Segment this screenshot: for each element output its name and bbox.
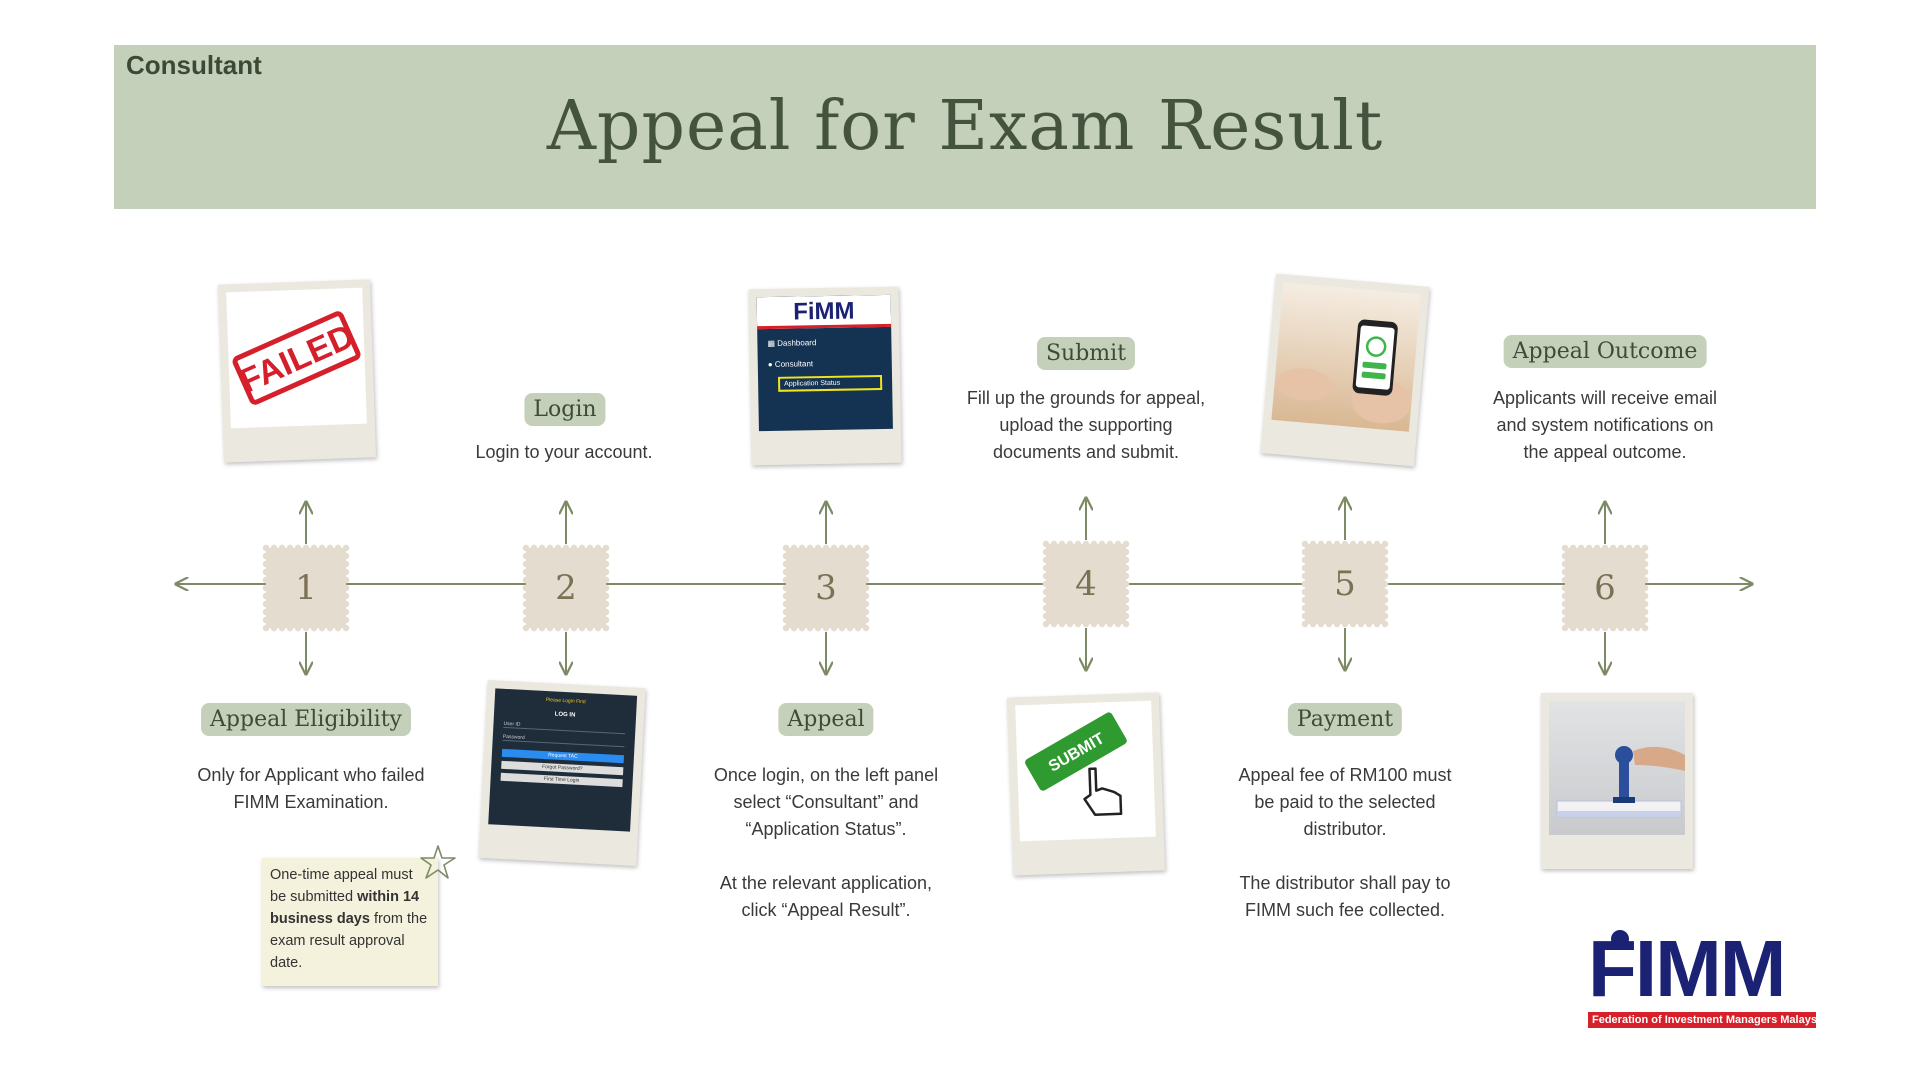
step-6-stamp: 6	[1561, 544, 1649, 632]
fimm-logo-tagline: Federation of Investment Managers Malays…	[1588, 1012, 1826, 1028]
step-1-label: Appeal Eligibility	[201, 703, 411, 736]
header-banner: Consultant Appeal for Exam Result	[114, 45, 1816, 209]
step-1-number: 1	[266, 548, 346, 628]
phone-payment-image	[1276, 319, 1412, 424]
step-2-description: Login to your account.	[475, 442, 653, 462]
logo-dot-icon	[1611, 930, 1629, 948]
step-5-number: 5	[1305, 544, 1385, 624]
failed-stamp-image: FAILED	[232, 311, 361, 405]
fimm-logo-word: FIMM	[1588, 924, 1786, 1013]
step-3-stamp: 3	[782, 544, 870, 632]
step-2-number: 2	[526, 548, 606, 628]
submit-button-image: SUBMIT	[1025, 712, 1127, 816]
rubber-stamp-image	[1556, 746, 1685, 818]
check-icon	[1365, 336, 1387, 357]
dashboard-panel-photo: FiMM ▦ Dashboard ● Consultant Applicatio…	[748, 286, 902, 466]
step-4-number: 4	[1046, 544, 1126, 624]
dashboard-panel-image: FiMM ▦ Dashboard ● Consultant Applicatio…	[756, 294, 893, 432]
step-3-label: Appeal	[778, 703, 874, 736]
step-2-label: Login	[524, 393, 606, 426]
rubber-stamp-photo	[1541, 693, 1693, 869]
step-4-stamp: 4	[1042, 540, 1130, 628]
step-connectors	[306, 498, 1605, 674]
step-6-number: 6	[1565, 548, 1645, 628]
login-screen-image: Please Login First LOG IN User ID Passwo…	[488, 688, 638, 832]
sticky-note: One-time appeal must be submitted within…	[262, 858, 438, 986]
step-2-stamp: 2	[522, 544, 610, 632]
fimm-logo: FIMM Federation of Investment Managers M…	[1588, 924, 1826, 1028]
step-5-label: Payment	[1287, 703, 1403, 736]
page-title: Appeal for Exam Result	[546, 87, 1384, 166]
step-4-label: Submit	[1036, 337, 1136, 370]
header-tag: Consultant	[126, 50, 262, 80]
submit-button-photo: SUBMIT	[1006, 692, 1166, 876]
step-3-number: 3	[786, 548, 866, 628]
step-4-description: Fill up the grounds for appeal,upload th…	[966, 388, 1206, 462]
star-doodle-icon	[420, 845, 456, 879]
login-screen-photo: Please Login First LOG IN User ID Passwo…	[478, 679, 646, 867]
step-5-stamp: 5	[1301, 540, 1389, 628]
step-1-stamp: 1	[262, 544, 350, 632]
users-icon: ●	[767, 359, 773, 369]
phone-payment-photo	[1260, 273, 1430, 467]
hand-cursor-icon	[1083, 767, 1123, 816]
dashboard-icon: ▦	[767, 338, 776, 348]
failed-stamp-photo: FAILED	[217, 279, 377, 463]
step-6-label: Appeal Outcome	[1503, 335, 1707, 368]
